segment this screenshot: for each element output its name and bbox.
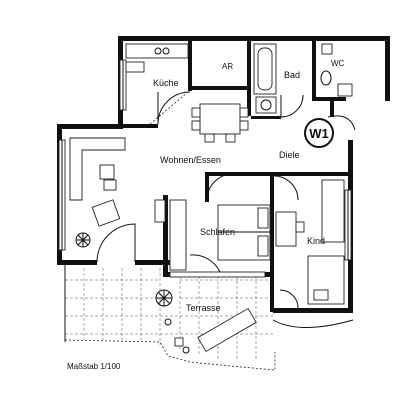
bedroom-furniture <box>154 199 271 271</box>
unit-badge-circle <box>304 118 334 148</box>
scale-label: Maßstab 1/100 <box>67 362 121 371</box>
kitchen-furniture <box>125 43 189 125</box>
windows <box>58 59 354 328</box>
room-label-kitchen: Küche <box>153 78 179 88</box>
room-label-child: Kind <box>307 236 325 246</box>
room-label-bedroom: Schlafen <box>200 227 235 237</box>
child-furniture <box>275 179 345 305</box>
dining-table <box>191 103 249 143</box>
doors <box>96 91 356 309</box>
unit-badge-label: W1 <box>309 126 329 141</box>
room-label-hall: Diele <box>279 150 300 160</box>
room-label-living: Wohnen/Essen <box>160 155 221 165</box>
room-label-storage: AR <box>222 62 233 71</box>
bath-fixtures <box>253 43 353 114</box>
room-label-wc: WC <box>331 59 345 68</box>
living-sofa <box>69 137 126 248</box>
room-label-terrace: Terrasse <box>186 303 221 313</box>
interior-walls <box>118 36 353 312</box>
terrace-furniture <box>155 289 257 354</box>
terrace-outline <box>64 339 276 371</box>
room-label-bath: Bad <box>284 70 300 80</box>
